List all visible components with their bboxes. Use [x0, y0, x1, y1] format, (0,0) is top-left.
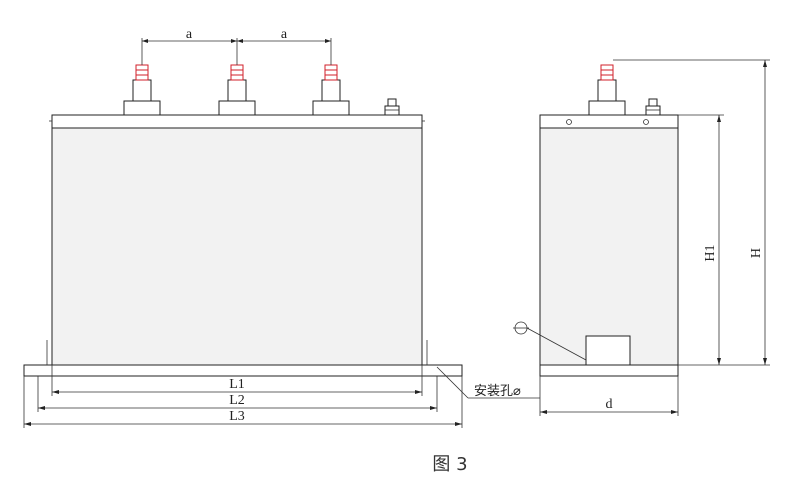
terminal-1 — [123, 64, 161, 116]
dim-label-a-left: a — [186, 27, 193, 42]
dimension-L1: L1 — [51, 365, 423, 396]
ground-stud — [384, 98, 400, 116]
mounting-hole-callout: 安装孔⌀ — [436, 366, 540, 399]
front-view: a a L1 L2 L3 — [23, 27, 540, 428]
dim-label-a-right: a — [281, 27, 288, 42]
dimension-d: d — [539, 376, 679, 416]
front-base-plate — [23, 364, 463, 377]
front-body — [51, 127, 423, 366]
dim-label-L2: L2 — [229, 393, 245, 408]
side-base-plate — [539, 364, 679, 377]
side-top-cover — [539, 114, 679, 129]
figure-caption: 图 3 — [432, 454, 467, 475]
dim-label-L3: L3 — [229, 409, 245, 424]
front-top-cover — [51, 114, 423, 129]
dim-label-L1: L1 — [229, 377, 245, 392]
dim-label-d: d — [606, 397, 613, 412]
side-ground-stud — [645, 98, 661, 116]
dimension-L2: L2 — [37, 376, 438, 412]
dim-label-H1: H1 — [703, 244, 718, 261]
side-terminal — [588, 64, 626, 116]
side-view: H H1 d — [513, 59, 770, 416]
side-body — [539, 127, 679, 366]
dimension-L3: L3 — [23, 376, 463, 428]
terminal-2 — [218, 64, 256, 116]
dim-label-H: H — [749, 248, 764, 258]
dimension-H: H — [613, 59, 770, 366]
dimension-a: a a — [141, 27, 332, 65]
terminal-3 — [312, 64, 350, 116]
dimension-H1: H1 — [678, 114, 724, 365]
side-junction-box — [585, 335, 631, 366]
mounting-hole-label: 安装孔⌀ — [474, 384, 521, 399]
ground-symbol — [513, 321, 587, 361]
